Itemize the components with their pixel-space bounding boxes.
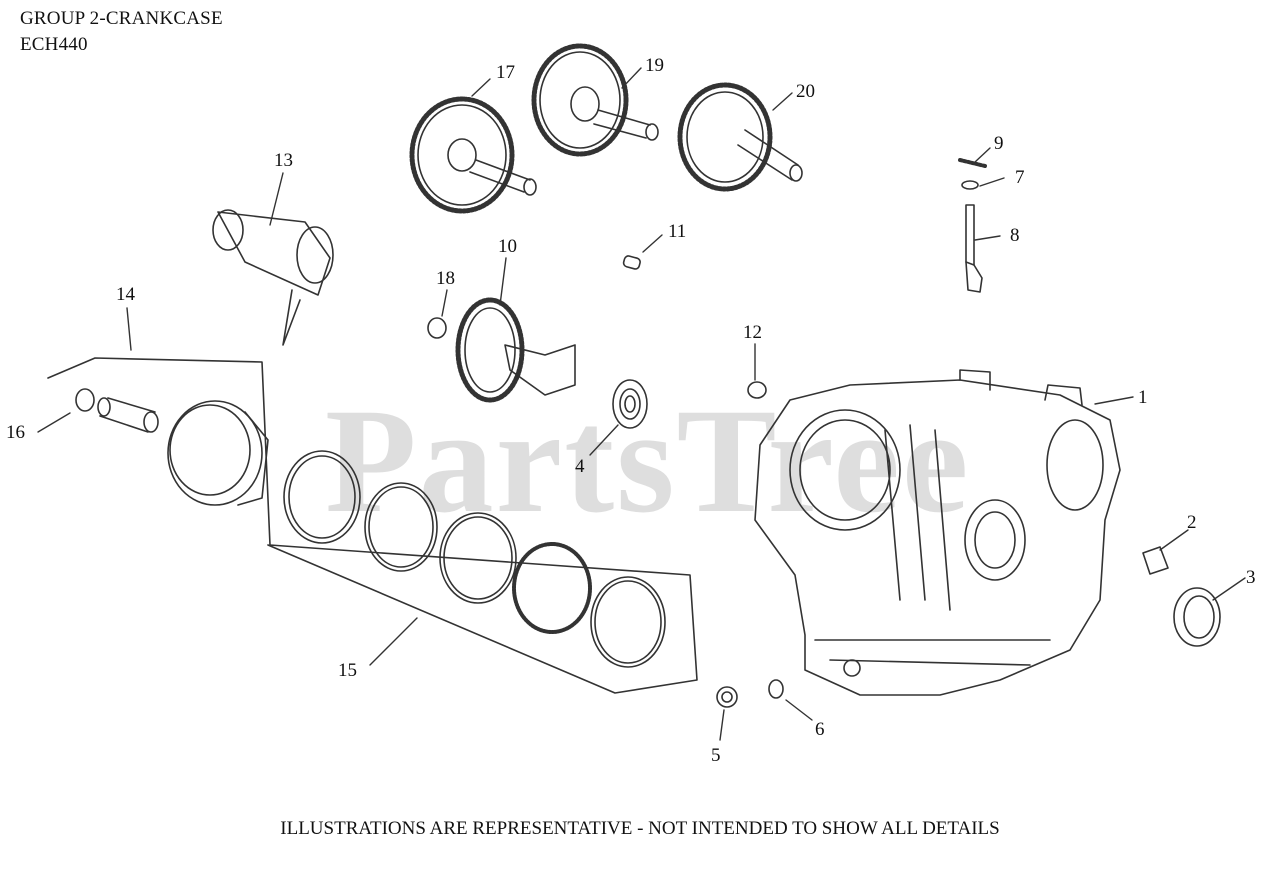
- part-3-oil-seal[interactable]: [1173, 587, 1221, 647]
- callout-16[interactable]: 16: [6, 422, 25, 443]
- part-7-washer[interactable]: [961, 180, 979, 190]
- callout-7[interactable]: 7: [1015, 167, 1025, 188]
- part-6-washer[interactable]: [768, 679, 784, 699]
- callout-3[interactable]: 3: [1246, 567, 1256, 588]
- part-16-snap-ring[interactable]: [75, 388, 95, 412]
- leader-lines: [37, 67, 1246, 741]
- callout-5[interactable]: 5: [711, 745, 721, 766]
- callout-6[interactable]: 6: [815, 719, 825, 740]
- disclaimer-footer: ILLUSTRATIONS ARE REPRESENTATIVE - NOT I…: [280, 818, 1000, 839]
- part-2-breather[interactable]: [1142, 546, 1169, 575]
- group-title: GROUP 2-CRANKCASE: [20, 8, 223, 29]
- callout-labels: 1 2 3 4 5 6 7 8 9 10 11 12 13 14 15 16 1…: [6, 55, 1256, 766]
- part-1-crankcase[interactable]: [754, 369, 1121, 696]
- part-20-camshaft-gear[interactable]: [677, 82, 803, 192]
- callout-17[interactable]: 17: [496, 62, 515, 83]
- callout-4[interactable]: 4: [575, 456, 585, 477]
- part-9-clip[interactable]: [958, 158, 987, 168]
- callout-15[interactable]: 15: [338, 660, 357, 681]
- callout-8[interactable]: 8: [1010, 225, 1020, 246]
- model-number: ECH440: [20, 34, 88, 55]
- callout-14[interactable]: 14: [116, 284, 136, 305]
- part-10-crankshaft[interactable]: [455, 297, 576, 403]
- piston[interactable]: [167, 400, 269, 506]
- part-8-governor-shaft[interactable]: [965, 204, 983, 293]
- piston-pin[interactable]: [97, 397, 159, 433]
- callout-18[interactable]: 18: [436, 268, 455, 289]
- callout-9[interactable]: 9: [994, 133, 1004, 154]
- part-15-piston-rings[interactable]: [283, 450, 666, 668]
- part-4-bearing[interactable]: [612, 379, 648, 429]
- callout-11[interactable]: 11: [668, 221, 686, 242]
- part-14-piston-kit-outline: [47, 357, 698, 694]
- callout-10[interactable]: 10: [498, 236, 517, 257]
- callout-20[interactable]: 20: [796, 81, 815, 102]
- part-19-camshaft-gear[interactable]: [531, 43, 659, 157]
- part-11-dowel-pin[interactable]: [622, 255, 641, 270]
- part-12-bushing[interactable]: [747, 381, 767, 399]
- part-17-camshaft-gear[interactable]: [409, 96, 537, 214]
- callout-1[interactable]: 1: [1138, 387, 1148, 408]
- part-5-drain-plug[interactable]: [716, 686, 738, 708]
- part-13-connecting-rod[interactable]: [212, 209, 334, 346]
- callout-2[interactable]: 2: [1187, 512, 1197, 533]
- callout-13[interactable]: 13: [274, 150, 293, 171]
- part-18-snap-ring[interactable]: [427, 317, 447, 339]
- callout-19[interactable]: 19: [645, 55, 664, 76]
- callout-12[interactable]: 12: [743, 322, 762, 343]
